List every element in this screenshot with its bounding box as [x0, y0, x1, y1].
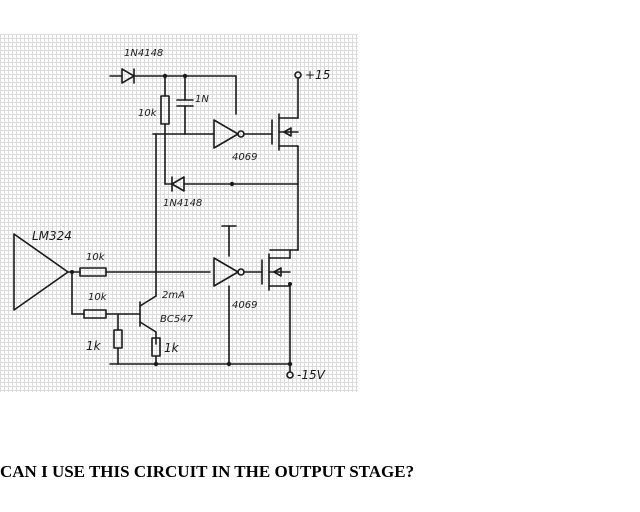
r-top-label: 10k	[138, 108, 158, 119]
diode-d2	[164, 133, 299, 192]
question-text: CAN I USE THIS CIRCUIT IN THE OUTPUT STA…	[0, 462, 415, 481]
transistor-label: BC547	[160, 314, 194, 325]
gate-bottom-label: 4069	[232, 300, 257, 311]
d1-part-label: 1N4148	[124, 48, 163, 59]
d2-part-label: 1N4148	[163, 198, 202, 209]
v-neg-label: -15V	[297, 368, 326, 382]
terminal-minus15	[286, 371, 294, 379]
resistor-10k-in2	[71, 271, 127, 319]
circuit-drawing: 1N4148 10k 1N	[13, 48, 330, 382]
circuit-schematic-sketch: 1N4148 10k 1N	[0, 34, 358, 392]
transistor-bc547	[125, 133, 157, 345]
r-in1-label: 10k	[86, 252, 106, 263]
resistor-10k-in1	[79, 267, 211, 277]
mosfet-top	[271, 77, 299, 185]
v-pos-label: +15	[305, 68, 330, 82]
opamp-label: LM324	[32, 229, 72, 243]
opamp-lm324	[13, 233, 81, 311]
inverter-4069-bottom	[213, 225, 263, 365]
terminal-plus15	[294, 71, 302, 79]
capacitor-1n	[176, 75, 194, 135]
current-label: 2mA	[162, 290, 185, 301]
gate-top-label: 4069	[232, 152, 257, 163]
resistor-1k-base	[113, 313, 123, 365]
r-e2-label: 1k	[164, 341, 180, 355]
c-top-label: 1N	[195, 94, 209, 105]
resistor-10k-top	[152, 75, 186, 135]
mosfet-bottom	[261, 249, 292, 365]
r-e1-label: 1k	[86, 339, 102, 353]
bottom-rail	[109, 361, 293, 373]
diode-d1	[109, 68, 166, 84]
r-in2-label: 10k	[88, 292, 108, 303]
inverter-4069-top	[184, 119, 273, 149]
